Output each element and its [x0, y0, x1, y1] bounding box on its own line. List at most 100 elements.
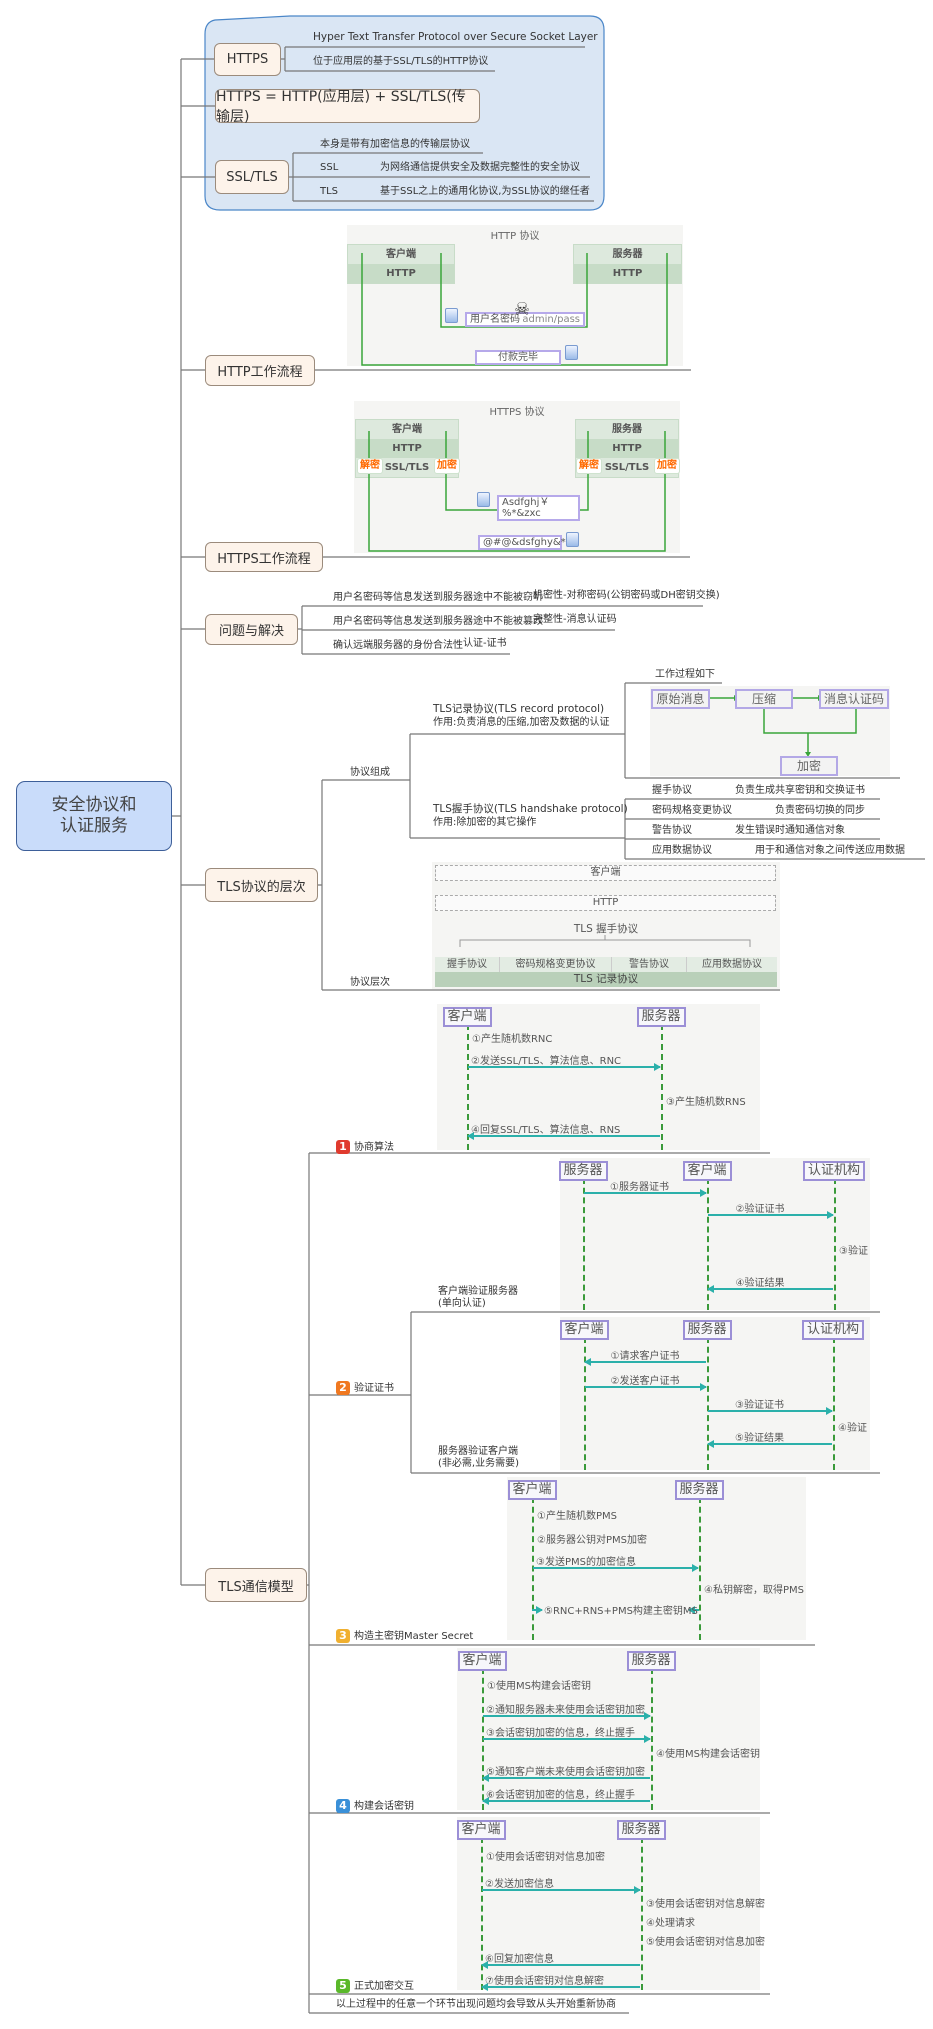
message-arrow [707, 1440, 832, 1448]
lifeline [583, 1178, 585, 1310]
message-label: ③会话密钥加密的信息，终止握手 [486, 1728, 635, 1739]
message-arrow [483, 1735, 651, 1743]
message-label: ③验证证书 [735, 1400, 784, 1411]
node-ssl-tls[interactable]: SSL/TLS [215, 160, 289, 194]
node-https[interactable]: HTTPS [214, 43, 281, 76]
node-tls-model[interactable]: TLS通信模型 [205, 1568, 307, 1602]
message-label: ②发送加密信息 [485, 1879, 554, 1890]
lifeline [661, 1024, 663, 1150]
root-line2: 认证服务 [60, 816, 128, 836]
lifeline [699, 1497, 701, 1640]
tls-desc: 基于SSL之上的通用化协议,为SSL协议的继任者 [380, 186, 590, 197]
https-full-name: Hyper Text Transfer Protocol over Secure… [313, 31, 598, 43]
lifeline [707, 1178, 709, 1310]
sub-server-verify-2: (非必需,业务需要) [438, 1458, 519, 1469]
participant-box: 服务器 [558, 1161, 608, 1181]
lifeline [467, 1024, 469, 1150]
document-icon [477, 492, 490, 507]
stack-sub: 握手协议 [435, 957, 500, 972]
model-step-1[interactable]: 1 协商算法 [336, 1138, 394, 1154]
participant-box: 客户端 [457, 1651, 507, 1671]
step-compress: 压缩 [735, 689, 793, 709]
stack-sub: 应用数据协议 [702, 959, 762, 970]
sub-client-verify-1: 客户端验证服务器 [438, 1286, 518, 1297]
message-label: ②发送客户证书 [610, 1376, 680, 1387]
participant-box: 客户端 [682, 1161, 732, 1181]
participant-box: 客户端 [442, 1007, 492, 1027]
node-http-flow[interactable]: HTTP工作流程 [205, 355, 315, 386]
message-arrow [467, 1132, 660, 1140]
document-icon [566, 532, 579, 547]
sub-name-1: 握手协议 [652, 785, 692, 796]
client-decrypt-tag: 解密 [357, 458, 383, 474]
https-msg-1: Asdfghj￥%*&zxc [497, 495, 580, 521]
message-arrow [482, 1797, 650, 1805]
http-msg-payment: 付款完毕 [475, 350, 561, 365]
message-label: ③发送PMS的加密信息 [536, 1557, 636, 1568]
participant-box: 客户端 [456, 1820, 506, 1840]
node-problems[interactable]: 问题与解决 [205, 614, 298, 645]
handshake-role: 作用:除加密的其它操作 [433, 817, 537, 828]
step-label: 正式加密交互 [354, 1981, 414, 1992]
message-label: ②验证证书 [735, 1204, 785, 1215]
root-topic[interactable]: 安全协议和 认证服务 [16, 781, 172, 851]
process-label: 工作过程如下 [655, 669, 715, 680]
message-label: ④验证结果 [735, 1278, 785, 1289]
badge-2: 2 [336, 1381, 350, 1395]
step-encrypt: 加密 [780, 756, 838, 776]
stack-handshake: TLS 握手协议 [573, 923, 639, 935]
message-label: ①服务器证书 [610, 1182, 669, 1193]
composition-label: 协议组成 [350, 767, 390, 778]
process-arrows [710, 695, 857, 757]
step-label: 构建会话密钥 [354, 1801, 414, 1812]
lifeline [481, 1837, 483, 1990]
step-note: ②服务器公钥对PMS加密 [537, 1535, 647, 1546]
node-tls-layers[interactable]: TLS协议的层次 [205, 868, 318, 902]
step-note: ④使用MS构建会话密钥 [656, 1749, 760, 1760]
lifeline [834, 1178, 836, 1310]
sub-desc-1: 负责生成共享密钥和交换证书 [735, 785, 865, 796]
https-flow-lines [368, 431, 666, 552]
sub-client-verify-2: (单向认证) [438, 1298, 486, 1309]
step-label: 协商算法 [354, 1142, 394, 1153]
step-mac: 消息认证码 [819, 689, 889, 709]
message-arrow [708, 1211, 834, 1219]
lifeline [707, 1337, 709, 1470]
step-label: 构造主密钥Master Secret [354, 1631, 474, 1642]
node-https-formula[interactable]: HTTPS = HTTP(应用层) + SSL/TLS(传输层) [215, 89, 480, 125]
message-arrow [584, 1358, 706, 1366]
record-title: TLS记录协议(TLS record protocol) [433, 703, 605, 715]
badge-1: 1 [336, 1140, 350, 1154]
participant-box: 客户端 [559, 1320, 609, 1340]
model-step-4[interactable]: 4 构建会话密钥 [336, 1797, 414, 1813]
message-arrow [533, 1564, 699, 1572]
stack-sub: 警告协议 [612, 957, 687, 972]
lifeline [833, 1337, 835, 1470]
handshake-title: TLS握手协议(TLS handshake protocol) [433, 803, 628, 815]
arrow [688, 1606, 699, 1614]
participant-box: 客户端 [507, 1480, 557, 1500]
document-icon [445, 308, 458, 323]
tls-name: TLS [320, 186, 339, 197]
ssl-layer-label: SSL/TLS [604, 462, 650, 473]
message-arrow [483, 1712, 651, 1720]
root-line1: 安全协议和 [51, 795, 137, 815]
badge-4: 4 [336, 1799, 350, 1813]
skull-icon: ☠ [514, 299, 531, 320]
node-https-flow[interactable]: HTTPS工作流程 [205, 542, 323, 572]
participant-box: 服务器 [636, 1007, 686, 1027]
stack-sub-row: 握手协议 密码规格变更协议 警告协议 应用数据协议 [435, 957, 777, 972]
client-encrypt-tag: 加密 [434, 458, 460, 474]
step-note: ①使用MS构建会话密钥 [487, 1681, 591, 1692]
sub-desc-3: 发生错误时通知通信对象 [735, 825, 845, 836]
stack-http: HTTP [435, 895, 776, 911]
step-note: ④验证 [838, 1423, 867, 1434]
participant-box: 服务器 [674, 1480, 724, 1500]
arrow [532, 1606, 543, 1614]
